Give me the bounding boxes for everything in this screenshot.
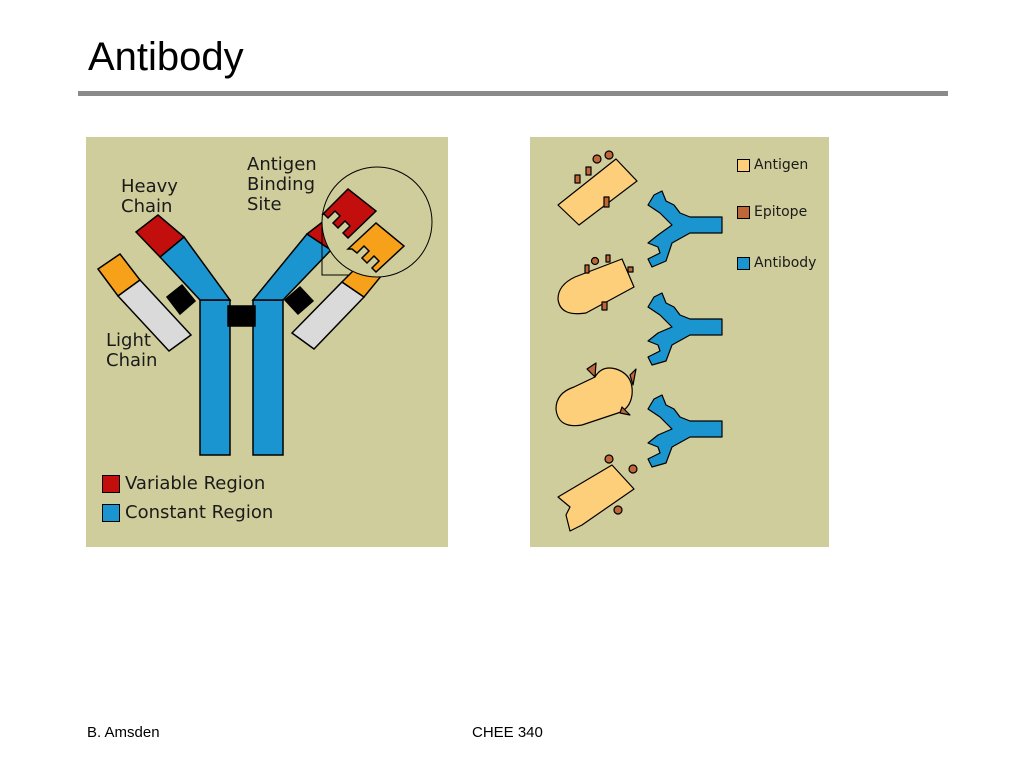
light-chain-label-line1: Light bbox=[106, 330, 151, 351]
constant-region-swatch bbox=[102, 504, 120, 522]
left-heavy-stem bbox=[199, 299, 231, 456]
constant-region-legend-label: Constant Region bbox=[125, 502, 274, 523]
binding-site-heavy-variable bbox=[321, 187, 378, 240]
heavy-chain-label: Heavy Chain bbox=[121, 177, 178, 217]
footer-course: CHEE 340 bbox=[472, 724, 543, 741]
binding-site-magnifier bbox=[321, 166, 433, 278]
left-heavy-variable bbox=[134, 214, 186, 259]
footer-author: B. Amsden bbox=[87, 724, 160, 741]
antigen-1 bbox=[557, 150, 638, 226]
antigen-antibody-diagram: Antigen Epitope Antibody bbox=[530, 137, 829, 547]
antibody-structure-diagram: Heavy Chain Antigen Binding Site Light C… bbox=[86, 137, 448, 547]
light-chain-label: Light Chain bbox=[106, 331, 157, 371]
binding-site-label-line3: Site bbox=[247, 194, 282, 215]
binding-site-label-line2: Binding bbox=[247, 174, 316, 195]
antibody-swatch bbox=[737, 257, 750, 270]
antibody-3 bbox=[647, 394, 723, 468]
antigen-antibody-drawing bbox=[555, 150, 723, 532]
antigen-binding-site-label: Antigen Binding Site bbox=[247, 155, 317, 215]
right-heavy-arm bbox=[251, 232, 333, 301]
antigen-legend-label: Antigen bbox=[754, 157, 809, 173]
antigen-2 bbox=[557, 254, 635, 315]
left-interchain-link bbox=[165, 283, 197, 316]
antigen-swatch bbox=[737, 159, 750, 172]
epitope-legend-label: Epitope bbox=[754, 204, 808, 220]
variable-region-swatch bbox=[102, 475, 120, 493]
right-interchain-link bbox=[283, 285, 315, 316]
slide-title: Antibody bbox=[88, 35, 244, 79]
hinge-disulfide bbox=[227, 305, 256, 327]
antibody-1 bbox=[647, 190, 723, 268]
antibody-structure-drawing bbox=[96, 166, 433, 456]
heavy-chain-label-line1: Heavy bbox=[121, 176, 178, 197]
binding-site-label-line1: Antigen bbox=[247, 154, 317, 175]
antigen-4 bbox=[557, 454, 638, 532]
title-divider bbox=[78, 91, 948, 96]
antigen-3 bbox=[555, 362, 637, 427]
binding-site-light-variable bbox=[346, 222, 406, 274]
epitope-swatch bbox=[737, 206, 750, 219]
antibody-2 bbox=[647, 292, 723, 366]
heavy-chain-label-line2: Chain bbox=[121, 196, 173, 217]
left-light-constant bbox=[116, 279, 193, 352]
right-heavy-stem bbox=[252, 299, 284, 456]
light-chain-label-line2: Chain bbox=[106, 350, 158, 371]
antibody-legend-label: Antibody bbox=[754, 255, 817, 271]
variable-region-legend-label: Variable Region bbox=[125, 473, 266, 494]
